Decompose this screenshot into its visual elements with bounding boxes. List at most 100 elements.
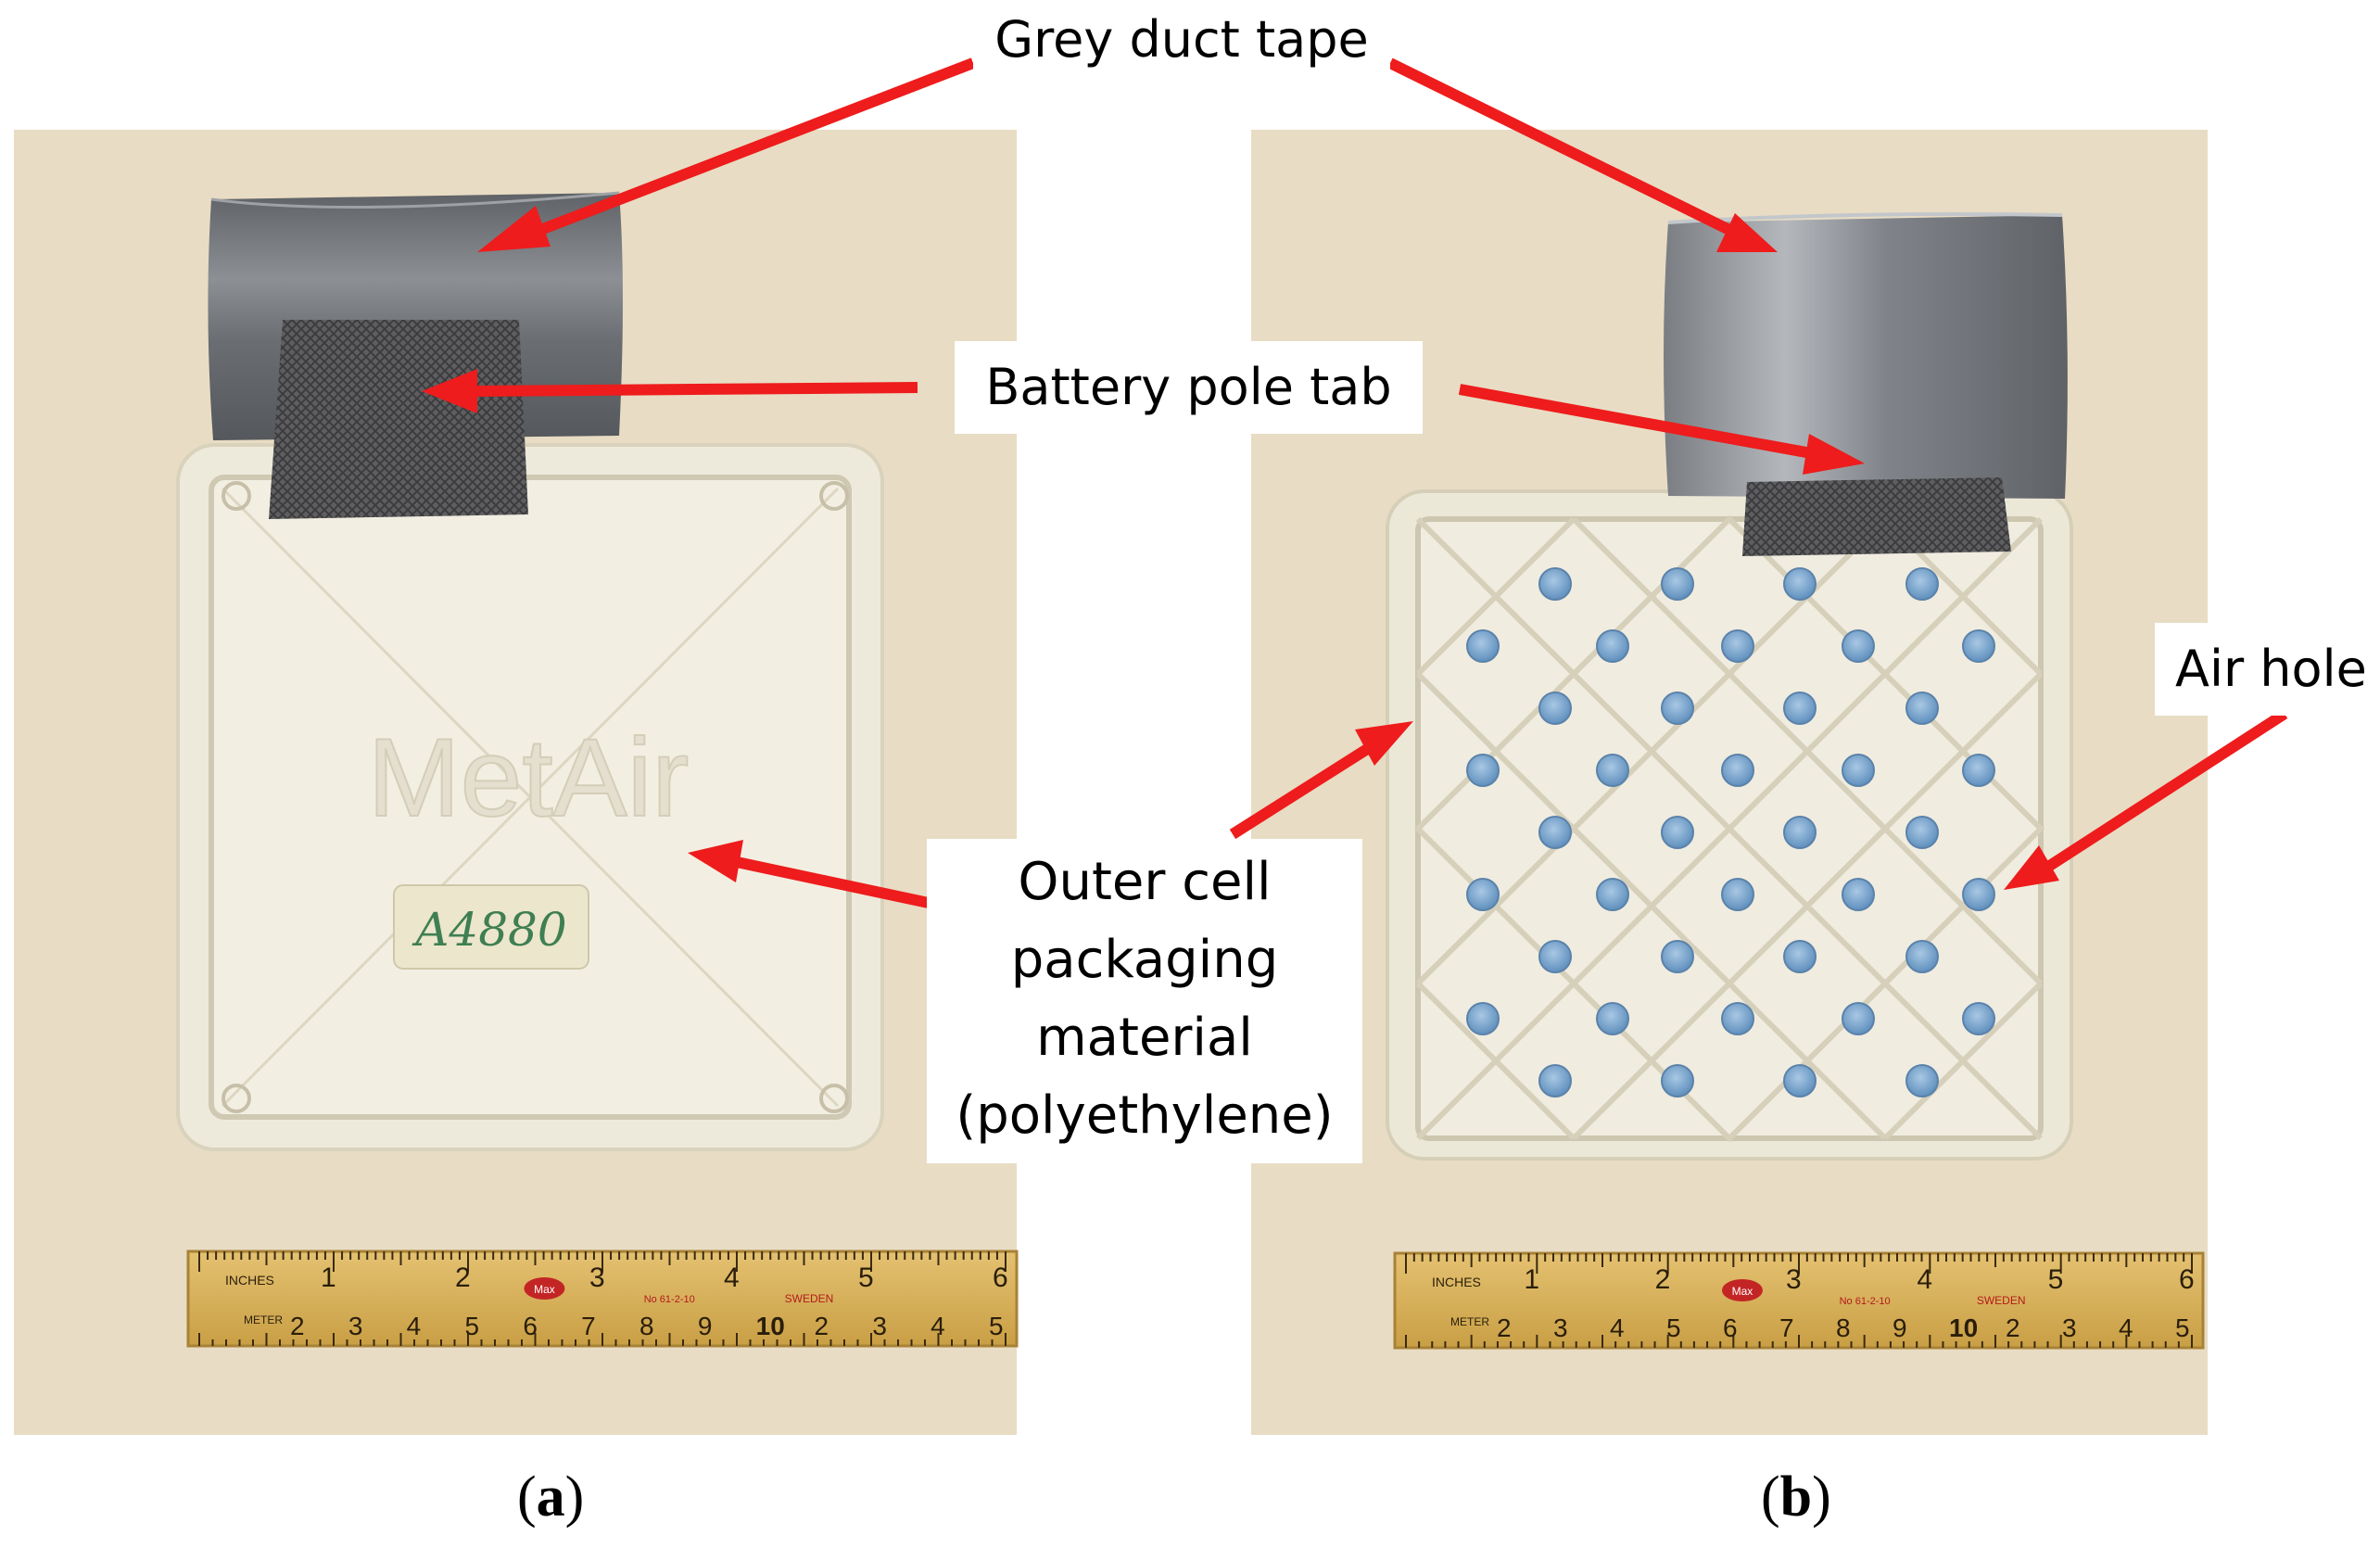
ruler-inch-number: 4 xyxy=(724,1263,740,1293)
ruler-cm-number: 5 xyxy=(1666,1313,1681,1342)
panel-b-battery-tab xyxy=(1742,477,2011,556)
air-hole xyxy=(1842,629,1875,663)
arrow-air-hole xyxy=(2004,708,2288,890)
caption-b: (b) xyxy=(1761,1466,1831,1529)
air-hole xyxy=(1466,754,1500,787)
ruler-cm-number: 3 xyxy=(2062,1313,2077,1342)
ruler-brand-max: Max xyxy=(1732,1285,1753,1298)
panel-a-embossed-logo: MetAir xyxy=(368,716,690,840)
air-hole xyxy=(1962,754,1995,787)
ruler-inch-number: 6 xyxy=(993,1263,1008,1293)
air-hole xyxy=(1538,567,1572,601)
ruler-cm-number: 6 xyxy=(1723,1313,1738,1342)
ruler-cm-number: 8 xyxy=(1836,1313,1851,1342)
air-hole xyxy=(1538,816,1572,849)
packaging-line-2: packaging xyxy=(1010,930,1279,990)
panel-a-label-sticker xyxy=(393,884,589,970)
label-battery-pole-tab: Battery pole tab xyxy=(955,341,1423,434)
air-hole xyxy=(1596,1002,1629,1035)
label-air-hole: Air hole xyxy=(2155,623,2380,716)
ruler-cm-number: 4 xyxy=(930,1312,945,1340)
annotation-arrows xyxy=(422,57,2288,914)
ruler-label-meter: METER xyxy=(244,1313,283,1326)
arrow-duct-tape-b xyxy=(1387,57,1778,252)
air-hole xyxy=(1783,816,1817,849)
ruler-cm-number: 4 xyxy=(2119,1313,2133,1342)
air-hole xyxy=(1721,754,1754,787)
air-hole xyxy=(1721,1002,1754,1035)
air-hole xyxy=(1842,878,1875,911)
arrow-battery-tab-b xyxy=(1458,384,1865,475)
ruler-cm-number: 3 xyxy=(348,1312,363,1340)
arrow-battery-tab-a xyxy=(422,369,918,413)
air-hole xyxy=(1721,878,1754,911)
ruler-inch-number: 3 xyxy=(589,1263,605,1293)
ruler-cm-number: 10 xyxy=(1949,1313,1978,1342)
air-hole xyxy=(1783,567,1817,601)
air-hole xyxy=(1721,629,1754,663)
air-hole xyxy=(1661,816,1694,849)
ruler-cm-number: 6 xyxy=(523,1312,538,1340)
ruler-inch-number: 2 xyxy=(1655,1264,1671,1295)
ruler-cm-number: 2 xyxy=(290,1312,305,1340)
air-hole xyxy=(1842,754,1875,787)
air-hole xyxy=(1466,1002,1500,1035)
ruler-label-sweden: SWEDEN xyxy=(1977,1294,2026,1307)
ruler-inch-number: 3 xyxy=(1786,1264,1802,1295)
label-outer-cell-packaging: Outer cell packaging material (polyethyl… xyxy=(927,839,1362,1163)
air-hole xyxy=(1596,754,1629,787)
panel-b-photo xyxy=(1251,130,2208,1435)
air-hole xyxy=(1596,878,1629,911)
air-hole xyxy=(1661,940,1694,973)
ruler-cm-number: 3 xyxy=(872,1312,887,1340)
ruler-inch-number: 5 xyxy=(2048,1264,2064,1295)
air-hole xyxy=(1905,692,1939,725)
panel-a-sticker-text: A4880 xyxy=(411,903,566,957)
ruler-brand-max: Max xyxy=(534,1283,555,1296)
air-hole xyxy=(1466,629,1500,663)
air-hole xyxy=(1661,1064,1694,1098)
arrow-packaging-b xyxy=(1229,721,1413,840)
air-hole xyxy=(1538,1064,1572,1098)
ruler-inch-number: 4 xyxy=(1917,1264,1932,1295)
ruler-label-inches: INCHES xyxy=(225,1273,274,1288)
ruler-cm-number: 7 xyxy=(581,1312,596,1340)
panel-a-battery-tab xyxy=(269,320,528,519)
air-hole xyxy=(1783,940,1817,973)
ruler-cm-number: 4 xyxy=(407,1312,422,1340)
ruler-cm-number: 5 xyxy=(2175,1313,2190,1342)
air-hole xyxy=(1905,1064,1939,1098)
ruler-cm-number: 2 xyxy=(815,1312,829,1340)
ruler-cm-number: 2 xyxy=(1497,1313,1512,1342)
ruler-cm-number: 7 xyxy=(1779,1313,1794,1342)
arrow-duct-tape-a xyxy=(477,57,976,252)
ruler-label-sweden: SWEDEN xyxy=(785,1292,834,1305)
packaging-line-1: Outer cell xyxy=(1018,852,1272,912)
air-hole xyxy=(1538,940,1572,973)
ruler-cm-number: 10 xyxy=(756,1312,785,1340)
air-hole xyxy=(1905,940,1939,973)
air-hole xyxy=(1596,629,1629,663)
ruler-inch-number: 1 xyxy=(1524,1264,1539,1295)
air-hole xyxy=(1661,692,1694,725)
ruler-cm-number: 9 xyxy=(1893,1313,1907,1342)
ruler-cm-number: 8 xyxy=(639,1312,654,1340)
ruler-cm-number: 9 xyxy=(698,1312,713,1340)
air-hole xyxy=(1466,878,1500,911)
ruler-cm-number: 5 xyxy=(465,1312,480,1340)
panel-b-air-holes xyxy=(1466,567,1995,1098)
panel-b-duct-tape xyxy=(1664,215,2068,499)
air-hole xyxy=(1661,567,1694,601)
ruler-label-model: No 61-2-10 xyxy=(1840,1296,1891,1307)
air-hole xyxy=(1842,1002,1875,1035)
packaging-line-4: (polyethylene) xyxy=(956,1085,1334,1146)
ruler-cm-number: 5 xyxy=(989,1312,1004,1340)
ruler-label-inches: INCHES xyxy=(1432,1275,1481,1289)
air-hole xyxy=(1783,692,1817,725)
air-hole xyxy=(1962,1002,1995,1035)
label-grey-duct-tape: Grey duct tape xyxy=(973,7,1390,72)
caption-a: (a) xyxy=(517,1466,585,1529)
